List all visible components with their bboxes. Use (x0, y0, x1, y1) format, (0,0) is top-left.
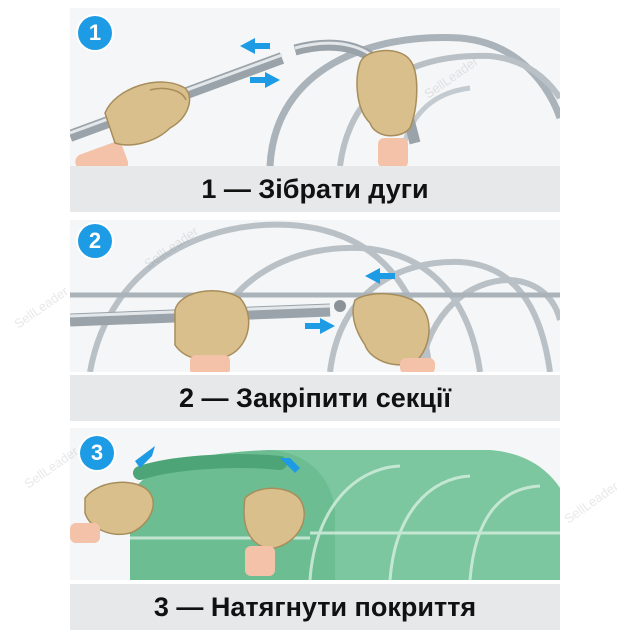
step-2-caption: 2 — Закріпити секції (70, 375, 560, 421)
step-3-illustration: 3 (70, 428, 560, 580)
step-1-caption: 1 — Зібрати дуги (70, 166, 560, 212)
watermark: SellLeader (11, 283, 71, 332)
watermark: SellLeader (561, 478, 621, 527)
step-3-caption: 3 — Натягнути покриття (70, 584, 560, 630)
step-badge-2: 2 (78, 224, 112, 258)
step-1-illustration: 1 (70, 8, 560, 166)
step-2-illustration: 2 (70, 220, 560, 372)
step-badge-3: 3 (80, 436, 114, 470)
step-badge-1: 1 (78, 16, 112, 50)
